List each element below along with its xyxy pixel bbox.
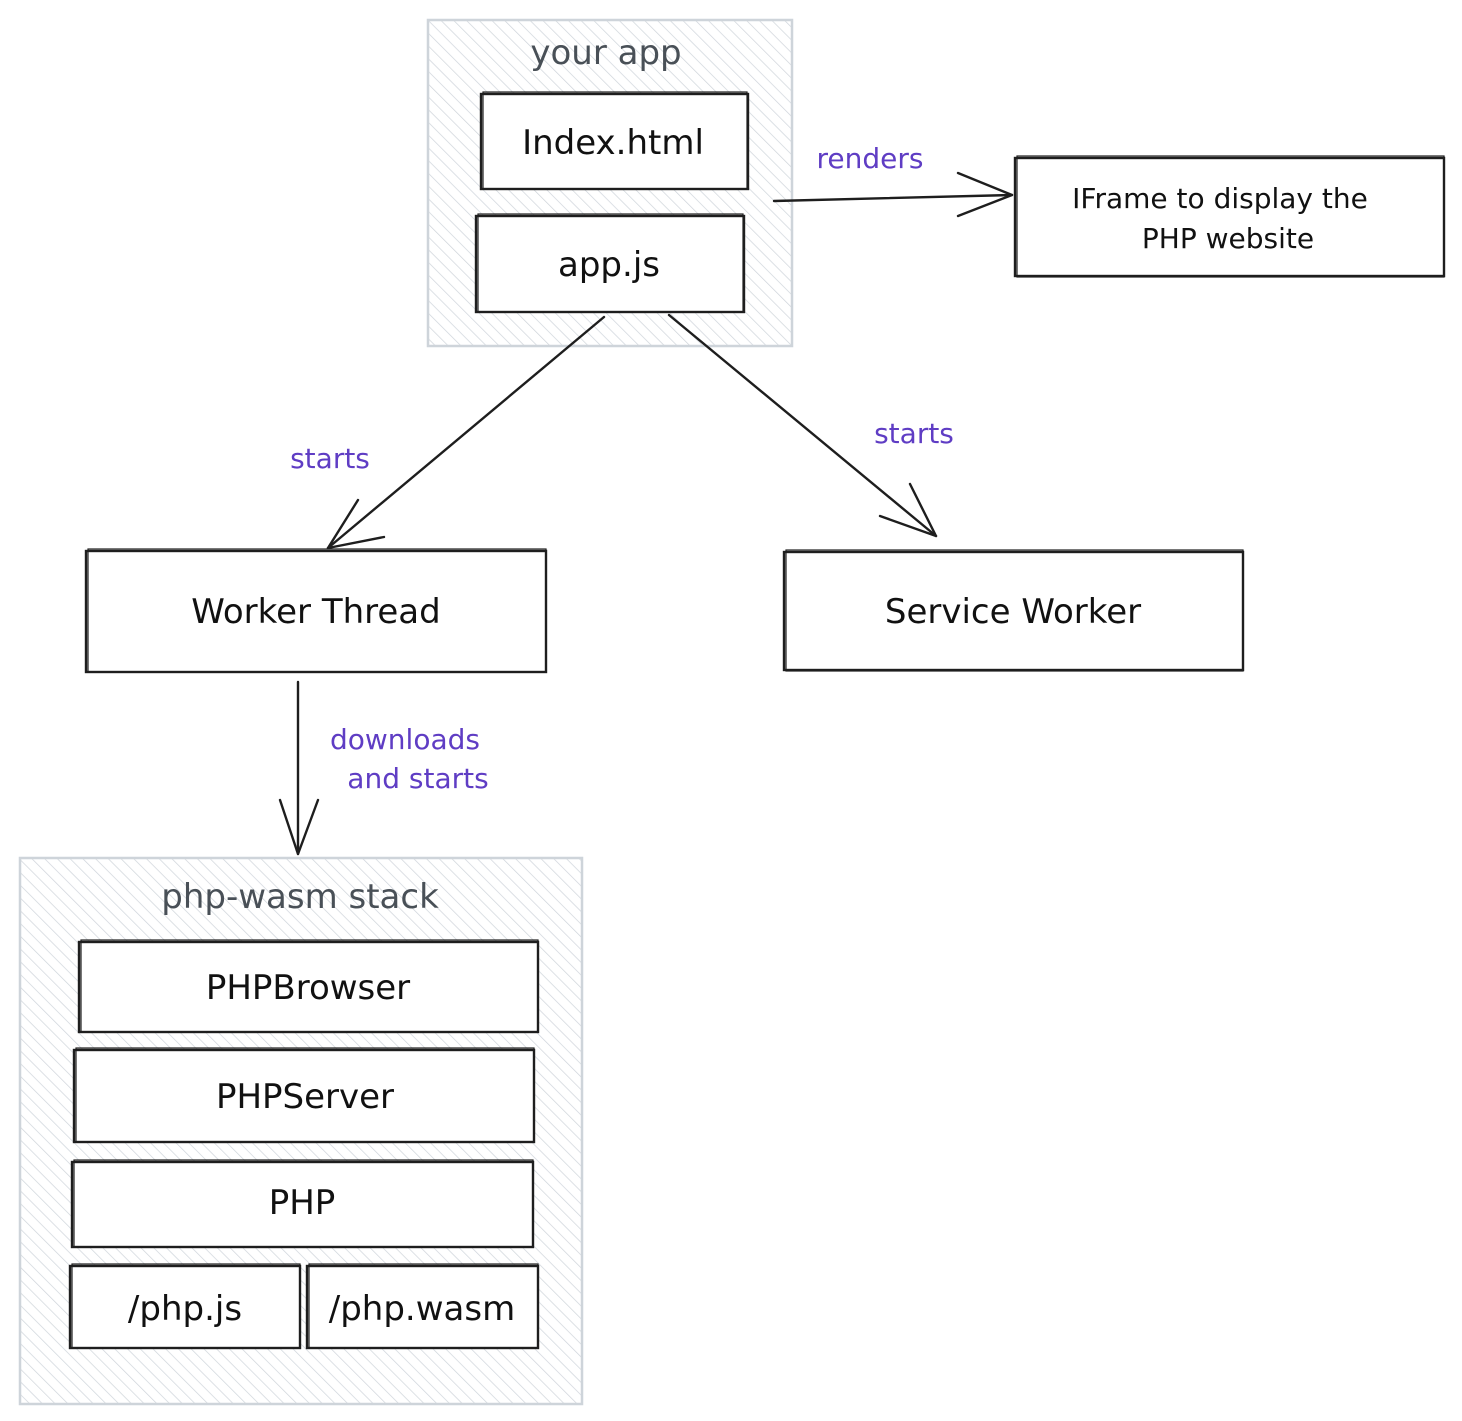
php-server-label: PHPServer (216, 1077, 394, 1117)
php-server-box: PHPServer (72, 1047, 536, 1144)
starts-service-label: starts (874, 417, 954, 450)
arrow-downloads-and-starts (278, 680, 320, 856)
service-worker-box: Service Worker (782, 549, 1245, 672)
app-js-label: app.js (558, 245, 660, 285)
arrow-starts-service-worker (667, 313, 938, 538)
downloads-label-line2: and starts (347, 762, 488, 795)
php-wasm-stack-group: php-wasm stack PHPBrowser PHPServer PHP … (18, 856, 584, 1406)
php-wasm-stack-group-label: php-wasm stack (161, 877, 439, 917)
php-wasm-label: /php.wasm (329, 1289, 515, 1329)
index-html-label: Index.html (522, 123, 704, 163)
worker-thread-label: Worker Thread (191, 592, 440, 632)
iframe-label-line2: PHP website (1142, 222, 1314, 255)
php-js-label: /php.js (128, 1289, 242, 1329)
php-browser-label: PHPBrowser (206, 968, 410, 1008)
your-app-group: your app Index.html app.js (426, 18, 794, 348)
your-app-group-label: your app (530, 33, 681, 73)
php-label: PHP (269, 1183, 336, 1223)
php-wasm-box: /php.wasm (305, 1263, 540, 1350)
php-browser-box: PHPBrowser (77, 939, 540, 1034)
php-box: PHP (70, 1159, 535, 1249)
index-html-box: Index.html (479, 91, 750, 191)
arrow-renders (772, 171, 1014, 218)
app-js-box: app.js (474, 213, 746, 314)
downloads-label-line1: downloads (330, 723, 480, 756)
renders-label: renders (817, 142, 924, 175)
php-js-box: /php.js (68, 1263, 302, 1350)
service-worker-label: Service Worker (885, 592, 1141, 632)
worker-thread-box: Worker Thread (84, 548, 548, 674)
starts-worker-label: starts (290, 442, 370, 475)
arrow-starts-worker-thread (326, 315, 606, 550)
iframe-box: IFrame to display the PHP website (1013, 155, 1446, 278)
iframe-label-line1: IFrame to display the (1072, 182, 1368, 215)
